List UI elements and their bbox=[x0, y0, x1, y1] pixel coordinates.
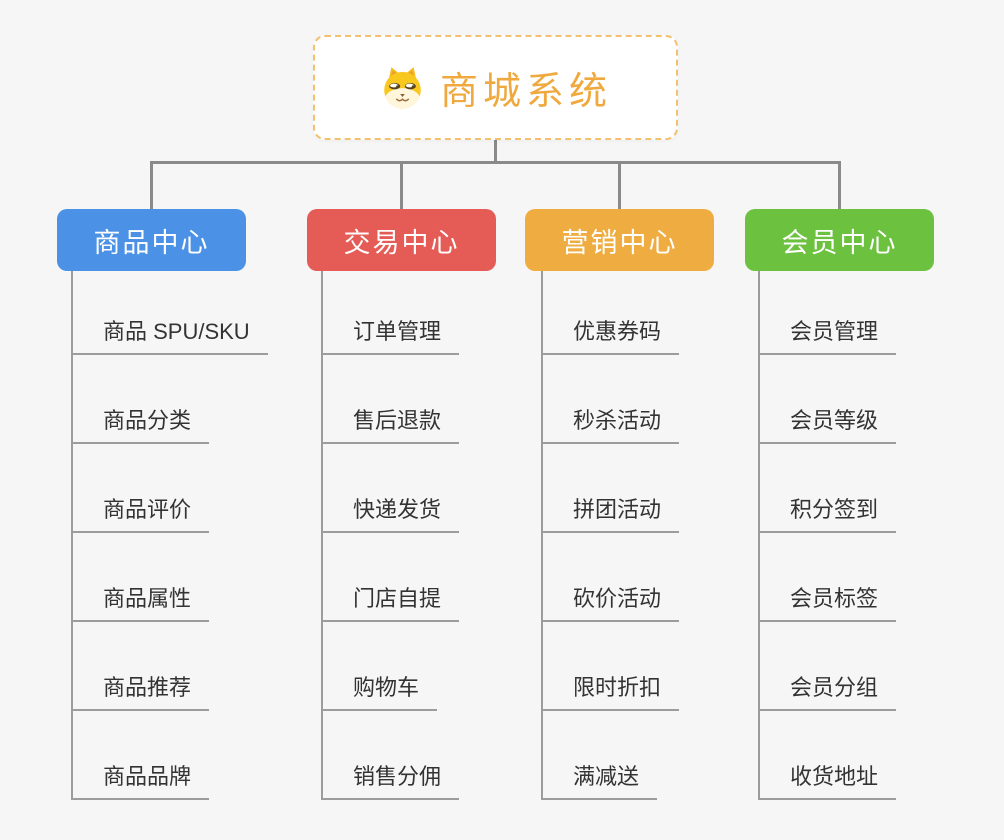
branch-node-marketing-center[interactable]: 营销中心 bbox=[525, 209, 714, 271]
leaf-node[interactable]: 购物车 bbox=[321, 673, 438, 711]
leaf-node[interactable]: 门店自提 bbox=[321, 584, 460, 622]
leaf-node[interactable]: 限时折扣 bbox=[541, 673, 680, 711]
leaf-node[interactable]: 优惠券码 bbox=[541, 317, 680, 355]
leaf-node[interactable]: 商品属性 bbox=[71, 584, 210, 622]
leaf-node[interactable]: 满减送 bbox=[541, 762, 658, 800]
branch-node-product-center[interactable]: 商品中心 bbox=[57, 209, 246, 271]
leaf-node[interactable]: 商品推荐 bbox=[71, 673, 210, 711]
connector-drop-marketing bbox=[618, 161, 621, 210]
connector-drop-trade bbox=[400, 161, 403, 210]
leaf-node[interactable]: 商品品牌 bbox=[71, 762, 210, 800]
root-node[interactable]: 商城系统 bbox=[313, 35, 678, 140]
leaf-node[interactable]: 秒杀活动 bbox=[541, 406, 680, 444]
leaf-node[interactable]: 售后退款 bbox=[321, 406, 460, 444]
leaf-spine-product bbox=[71, 271, 73, 798]
leaf-node[interactable]: 会员标签 bbox=[758, 584, 897, 622]
leaf-spine-trade bbox=[321, 271, 323, 798]
leaf-spine-member bbox=[758, 271, 760, 798]
leaf-node[interactable]: 会员等级 bbox=[758, 406, 897, 444]
leaf-node[interactable]: 商品 SPU/SKU bbox=[71, 317, 268, 355]
leaf-node[interactable]: 快递发货 bbox=[321, 495, 460, 533]
leaf-node[interactable]: 拼团活动 bbox=[541, 495, 680, 533]
leaf-node[interactable]: 积分签到 bbox=[758, 495, 897, 533]
leaf-node[interactable]: 销售分佣 bbox=[321, 762, 460, 800]
leaf-spine-marketing bbox=[541, 271, 543, 798]
leaf-node[interactable]: 收货地址 bbox=[758, 762, 897, 800]
leaf-node[interactable]: 会员管理 bbox=[758, 317, 897, 355]
connector-drop-member bbox=[838, 161, 841, 210]
leaf-node[interactable]: 商品评价 bbox=[71, 495, 210, 533]
connector-bus bbox=[150, 161, 841, 164]
leaf-node[interactable]: 会员分组 bbox=[758, 673, 897, 711]
connector-root-stem bbox=[494, 140, 497, 163]
leaf-node[interactable]: 订单管理 bbox=[321, 317, 460, 355]
connector-drop-product bbox=[150, 161, 153, 210]
leaf-node[interactable]: 商品分类 bbox=[71, 406, 210, 444]
doge-icon bbox=[379, 64, 426, 111]
branch-node-trade-center[interactable]: 交易中心 bbox=[307, 209, 496, 271]
leaf-node[interactable]: 砍价活动 bbox=[541, 584, 680, 622]
root-title: 商城系统 bbox=[439, 71, 612, 113]
branch-node-member-center[interactable]: 会员中心 bbox=[745, 209, 934, 271]
